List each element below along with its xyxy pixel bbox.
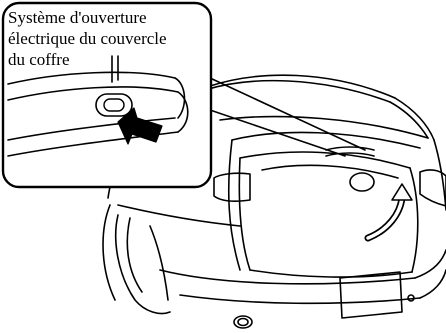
trunk-lid: [232, 132, 420, 277]
callout-label-line3: du coffre: [8, 50, 70, 70]
callout-label-line2: électrique du couvercle: [8, 29, 167, 49]
callout-label-line1: Système d'ouverture: [8, 8, 147, 28]
license-plate: [340, 272, 402, 318]
lid-motion-line: [229, 140, 240, 270]
curved-up-arrow-icon: [368, 184, 412, 238]
rear-wheel: [103, 205, 170, 314]
tail-light-left: [214, 173, 250, 201]
closeup-opener-button: [96, 94, 132, 116]
emblem: [350, 173, 374, 191]
exhaust-pipe: [234, 316, 252, 328]
